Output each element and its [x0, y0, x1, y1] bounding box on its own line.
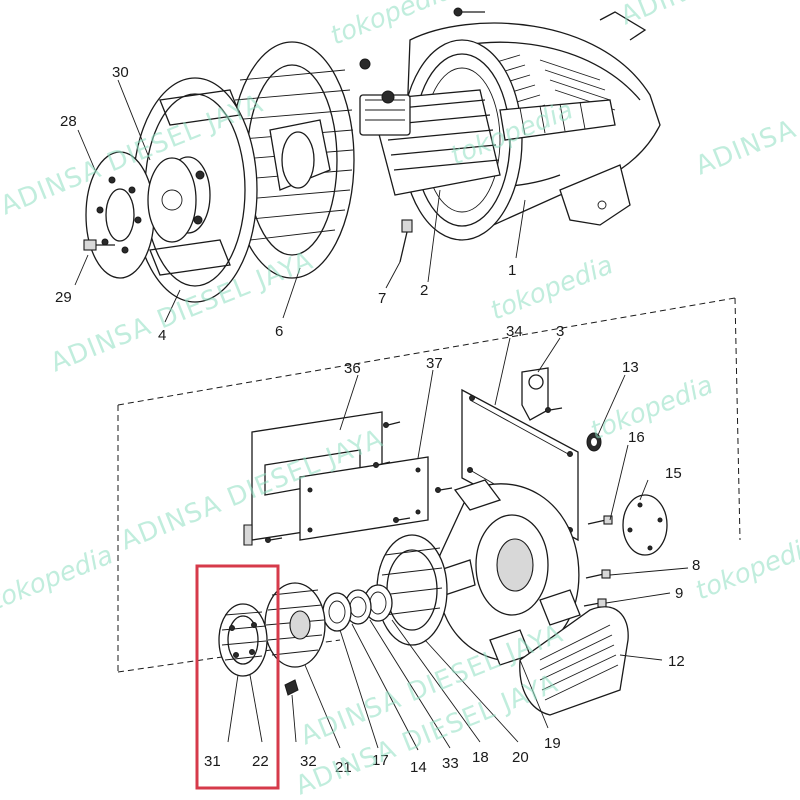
- lower-leader-lines: [227, 337, 689, 751]
- exciter-stator: [376, 534, 448, 646]
- louvre-guard: [519, 606, 629, 716]
- part-label-2: 2: [420, 282, 428, 299]
- lower-assembly: [218, 367, 668, 716]
- watermark-text: tokopedia: [0, 540, 117, 616]
- part-label-33: 33: [442, 755, 459, 772]
- lifting-eye: [521, 367, 549, 421]
- washer-14: [322, 592, 352, 632]
- part-label-29: 29: [55, 289, 72, 306]
- bolt-9: [583, 598, 607, 608]
- part-label-14: 14: [410, 759, 427, 776]
- part-label-13: 13: [622, 359, 639, 376]
- part-label-30: 30: [112, 64, 129, 81]
- part-label-12: 12: [668, 653, 685, 670]
- part-label-9: 9: [675, 585, 683, 602]
- part-label-7: 7: [378, 290, 386, 307]
- watermark-text: tokopedia: [486, 250, 617, 326]
- part-label-32: 32: [300, 753, 317, 770]
- clip-32: [284, 679, 299, 696]
- inspection-cover: [622, 494, 668, 556]
- part-label-31: 31: [204, 753, 221, 770]
- watermark-text: ADINSA DIESEL JAYA: [691, 49, 800, 182]
- rectifier-assembly: [218, 603, 268, 677]
- watermark-text: tokopedia: [691, 530, 800, 606]
- top-screw-head: [453, 7, 463, 17]
- bolt-8: [585, 569, 611, 579]
- part-label-8: 8: [692, 557, 700, 574]
- bolt-16: [587, 515, 613, 525]
- part-label-18: 18: [472, 749, 489, 766]
- watermark-text: ADINSA: [616, 0, 725, 31]
- fan-nut: [359, 58, 371, 70]
- part-label-20: 20: [512, 749, 529, 766]
- highlight-box: [195, 564, 280, 790]
- exciter-rotor: [264, 582, 326, 668]
- mounting-bolt: [399, 219, 413, 263]
- part-label-21: 21: [335, 759, 352, 776]
- part-label-36: 36: [344, 360, 361, 377]
- part-label-22: 22: [252, 753, 269, 770]
- panel-screws: [265, 407, 563, 543]
- part-label-1: 1: [508, 262, 516, 279]
- washer-33: [344, 589, 372, 625]
- coupling-bolt: [83, 239, 115, 251]
- part-label-19: 19: [544, 735, 561, 752]
- upper-leader-lines: [74, 79, 526, 323]
- watermark-text: tokopedia: [586, 370, 717, 446]
- part-label-6: 6: [275, 323, 283, 340]
- upper-assembly: [83, 7, 661, 303]
- rubber-grommet: [586, 432, 602, 452]
- part-label-17: 17: [372, 752, 389, 769]
- coupling-hub: [147, 157, 197, 243]
- part-label-15: 15: [665, 465, 682, 482]
- part-label-37: 37: [426, 355, 443, 372]
- part-label-4: 4: [158, 327, 166, 344]
- part-label-28: 28: [60, 113, 77, 130]
- rotor-assembly: [359, 89, 616, 196]
- part-labels: 30 28 29 4 6 7 2 1 34 3 13 36 37 16 15 8…: [55, 64, 700, 776]
- part-label-3: 3: [556, 323, 564, 340]
- part-label-16: 16: [628, 429, 645, 446]
- part-label-34: 34: [506, 323, 523, 340]
